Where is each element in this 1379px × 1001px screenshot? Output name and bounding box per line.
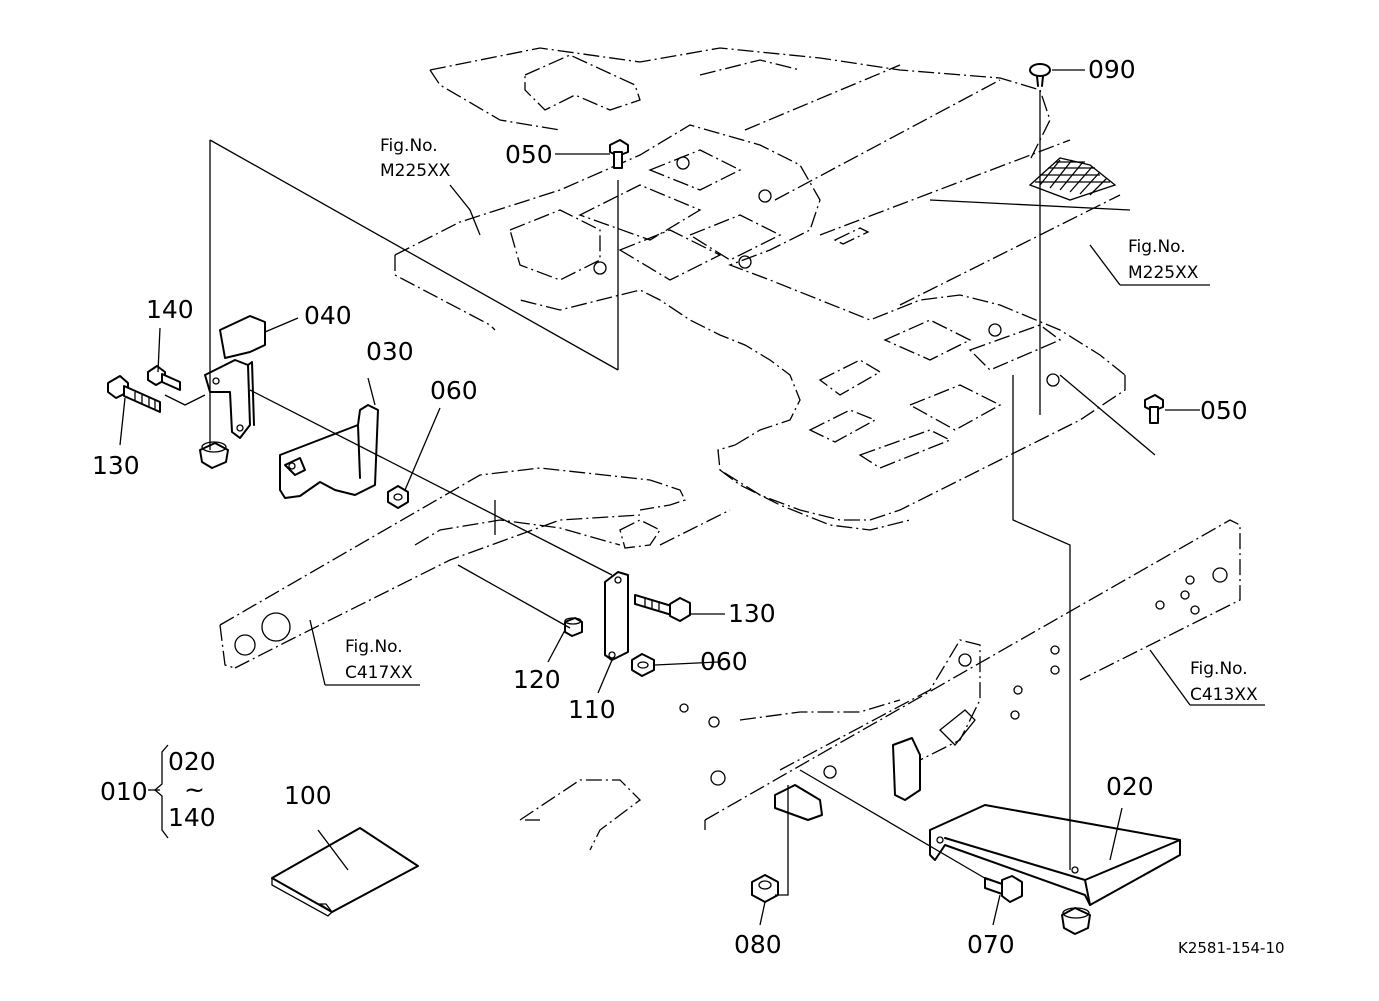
callout-130-left: 130 [92, 451, 140, 480]
callout-010: 010 [100, 777, 148, 806]
part-100-sheet [271, 827, 419, 917]
callout-080: 080 [734, 930, 782, 959]
part-080-grommet [751, 874, 779, 903]
callout-120: 120 [513, 665, 561, 694]
callout-010-range-end: 140 [168, 803, 216, 832]
callout-110: 110 [568, 695, 616, 724]
fig-ref-3-code: C417XX [345, 663, 413, 683]
callout-010-range-sign: ~ [184, 775, 205, 804]
callout-050-right: 050 [1200, 396, 1248, 425]
fig-ref-1-code: M225XX [380, 161, 451, 181]
callout-090: 090 [1088, 55, 1136, 84]
callout-leaders [119, 69, 1265, 926]
front-axle-frame-outline [219, 467, 731, 669]
callout-070: 070 [967, 930, 1015, 959]
part-060-nut-upper [387, 485, 409, 509]
part-120-spacer [564, 617, 583, 637]
fig-ref-2-code: M225XX [1128, 263, 1199, 283]
part-050-bolt-right [1144, 394, 1164, 424]
callout-010-range-start: 020 [168, 747, 216, 776]
part-020-step-plate [929, 804, 1181, 906]
callout-030: 030 [366, 337, 414, 366]
part-040-bracket [204, 315, 266, 439]
part-070-bolt [984, 875, 1023, 903]
frame-side-bracket [774, 737, 921, 821]
part-130-bolt-right [634, 594, 691, 622]
floor-plate-outline [394, 47, 1126, 531]
fig-ref-4-code: C413XX [1190, 685, 1258, 705]
part-090-clip [1029, 63, 1051, 87]
callout-060-upper: 060 [430, 376, 478, 405]
part-130-bolt-left [107, 375, 161, 413]
callout-140: 140 [146, 295, 194, 324]
rubber-grommet-left [199, 441, 229, 469]
drawing-code: K2581-154-10 [1178, 939, 1285, 957]
callout-050-upper: 050 [505, 140, 553, 169]
callout-060-lower: 060 [700, 647, 748, 676]
part-050-bolt-upper [609, 139, 629, 169]
callout-020: 020 [1106, 772, 1154, 801]
hatched-mat [1035, 159, 1110, 196]
callout-040: 040 [304, 301, 352, 330]
part-140-bolt [147, 365, 181, 391]
assembly-lines [164, 90, 1156, 896]
main-frame-rail-outline [519, 519, 1241, 851]
callout-130-right: 130 [728, 599, 776, 628]
fig-ref-2-label: Fig.No. [1128, 237, 1186, 257]
fig-ref-4-label: Fig.No. [1190, 659, 1248, 679]
fig-ref-1-label: Fig.No. [380, 136, 438, 156]
part-030-bracket [279, 404, 379, 499]
fig-ref-3-label: Fig.No. [345, 637, 403, 657]
part-110-plate [604, 571, 629, 661]
figure-references: Fig.No. M225XX Fig.No. M225XX Fig.No. C4… [345, 136, 1258, 705]
callout-100: 100 [284, 781, 332, 810]
callout-labels: 040 030 060 140 130 050 090 050 130 060 … [92, 55, 1248, 959]
part-060-nut-lower [631, 653, 655, 677]
rubber-grommet-step [1061, 907, 1091, 935]
